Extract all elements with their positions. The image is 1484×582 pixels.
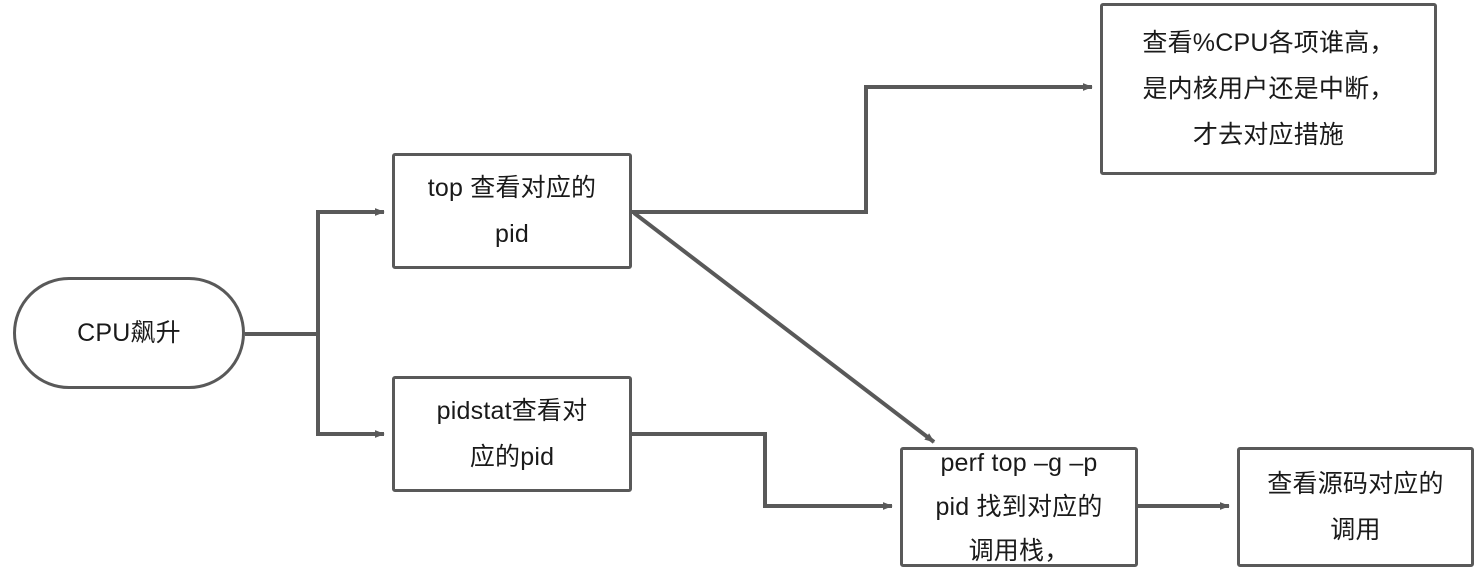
node-top-command-line-1: top 查看对应的 — [427, 174, 597, 202]
node-cpu-spike-line-1: CPU飙升 — [77, 319, 181, 347]
node-pidstat-command[interactable]: pidstat查看对 应的pid — [392, 376, 632, 492]
node-cpu-spike[interactable]: CPU飙升 — [13, 277, 245, 389]
node-source-review-line-1: 查看源码对应的 — [1267, 470, 1444, 498]
node-perf-top-line-3: 调用栈， — [968, 537, 1070, 565]
node-pidstat-command-line-2: 应的pid — [469, 443, 555, 471]
edge-top-to-perf — [632, 211, 936, 444]
node-cpu-breakdown-line-1: 查看%CPU各项谁高， — [1142, 29, 1395, 57]
node-pidstat-command-line-1: pidstat查看对 — [436, 397, 588, 425]
node-perf-top[interactable]: perf top –g –p pid 找到对应的 调用栈， — [900, 447, 1138, 567]
edge-start-to-top — [316, 208, 385, 334]
node-perf-top-line-2: pid 找到对应的 — [935, 493, 1103, 521]
node-cpu-breakdown-line-2: 是内核用户还是中断， — [1142, 75, 1395, 103]
node-perf-top-line-1: perf top –g –p — [940, 449, 1098, 477]
edge-start-to-pidstat — [316, 334, 385, 438]
node-top-command[interactable]: top 查看对应的 pid — [392, 153, 632, 269]
edge-pidstat-to-perf — [632, 432, 893, 510]
node-cpu-breakdown[interactable]: 查看%CPU各项谁高， 是内核用户还是中断， 才去对应措施 — [1100, 3, 1437, 175]
node-cpu-breakdown-line-3: 才去对应措施 — [1192, 121, 1345, 149]
node-source-review-line-2: 调用 — [1330, 516, 1381, 544]
node-source-review[interactable]: 查看源码对应的 调用 — [1237, 447, 1474, 567]
node-top-command-line-2: pid — [495, 220, 529, 248]
edge-top-to-cpuinfo — [632, 83, 1093, 214]
